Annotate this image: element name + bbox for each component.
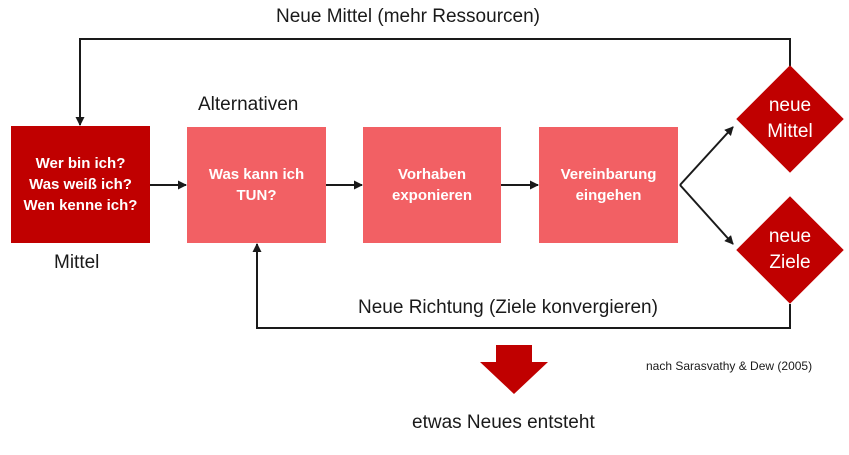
bottom-feedback-arrow [252, 243, 791, 329]
alternativen-label: Alternativen [198, 94, 299, 115]
box-mittel-text: Wer bin ich? Was weiß ich? Wen kenne ich… [23, 155, 138, 214]
mittel-label: Mittel [54, 252, 100, 273]
box-vorhaben-text: Vorhaben exponieren [391, 166, 473, 204]
top-feedback-arrow [75, 38, 791, 126]
box-vorhaben-exponieren: Vorhaben exponieren [363, 127, 501, 243]
box-vereinbarung-eingehen: Vereinbarung eingehen [539, 127, 678, 243]
arrow-to-neue-ziele [679, 184, 734, 245]
result-label: etwas Neues entsteht [412, 412, 595, 433]
box-was-kann-ich-tun: Was kann ich TUN? [187, 127, 326, 243]
box-vereinbarung-text: Vereinbarung eingehen [560, 166, 657, 204]
diamond-neue-ziele-label: neue Ziele [768, 226, 812, 273]
diamond-neue-mittel-label: neue Mittel [767, 95, 813, 142]
box-tun-text: Was kann ich TUN? [208, 166, 305, 204]
citation-label: nach Sarasvathy & Dew (2005) [646, 359, 813, 373]
top-loop-label: Neue Mittel (mehr Ressourcen) [276, 6, 540, 27]
bottom-loop-label: Neue Richtung (Ziele konvergieren) [358, 297, 658, 318]
arrow-to-neue-mittel [679, 126, 734, 186]
box-mittel: Wer bin ich? Was weiß ich? Wen kenne ich… [11, 126, 150, 243]
result-down-arrow [480, 345, 548, 394]
